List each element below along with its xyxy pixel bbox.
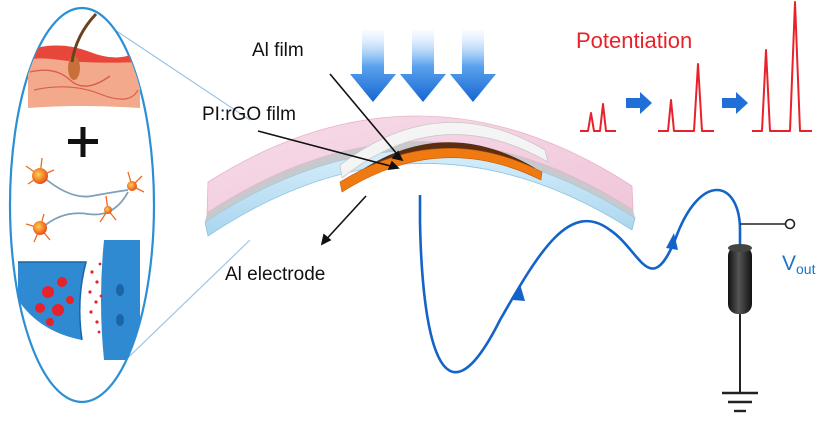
pressure-arrows bbox=[350, 30, 496, 102]
progression-arrows bbox=[626, 92, 748, 114]
synapse-icon bbox=[18, 240, 140, 360]
potentiation-label: Potentiation bbox=[576, 28, 693, 53]
inset-panel bbox=[8, 6, 251, 404]
al-electrode-pointer bbox=[321, 195, 367, 245]
pointer-arrowhead-icon bbox=[320, 233, 332, 246]
neuron-icon bbox=[25, 157, 145, 243]
al-film-layer bbox=[339, 121, 549, 179]
al-film-label: Al film bbox=[252, 40, 304, 61]
ground-icon bbox=[722, 391, 758, 413]
spike-train-1 bbox=[580, 103, 616, 132]
vout-main: V bbox=[782, 252, 797, 275]
signal-wire bbox=[418, 188, 742, 374]
vout-subscript: out bbox=[796, 261, 816, 277]
pi-rgo-film-label: PI:rGO film bbox=[202, 104, 296, 125]
pointer-arrowhead-icon bbox=[391, 150, 404, 162]
vout-label: Vout bbox=[782, 252, 815, 277]
current-arrow-icon bbox=[666, 233, 678, 250]
spike-train-3 bbox=[752, 1, 812, 132]
plus-icon bbox=[68, 127, 98, 157]
terminal-node bbox=[784, 218, 796, 230]
al-electrode-label: Al electrode bbox=[225, 264, 326, 285]
al-electrode-layer bbox=[205, 141, 635, 222]
spike-train-2 bbox=[658, 63, 714, 132]
output-circuit bbox=[418, 188, 796, 413]
skin-icon bbox=[28, 12, 140, 108]
arrow-down-icon bbox=[450, 30, 496, 102]
pi-rgo-pointer bbox=[257, 130, 399, 169]
resistor-cap bbox=[728, 244, 752, 252]
al-film-pointer bbox=[329, 73, 403, 161]
current-arrow-icon bbox=[513, 284, 525, 301]
arrow-right-icon bbox=[626, 92, 652, 114]
resistor-icon bbox=[728, 246, 752, 314]
arrow-down-icon bbox=[350, 30, 396, 102]
arrow-right-icon bbox=[722, 92, 748, 114]
pointer-arrowhead-icon bbox=[387, 160, 400, 170]
arrow-down-icon bbox=[400, 30, 446, 102]
label-pointers bbox=[257, 73, 404, 246]
potentiation-spikes bbox=[580, 1, 812, 132]
